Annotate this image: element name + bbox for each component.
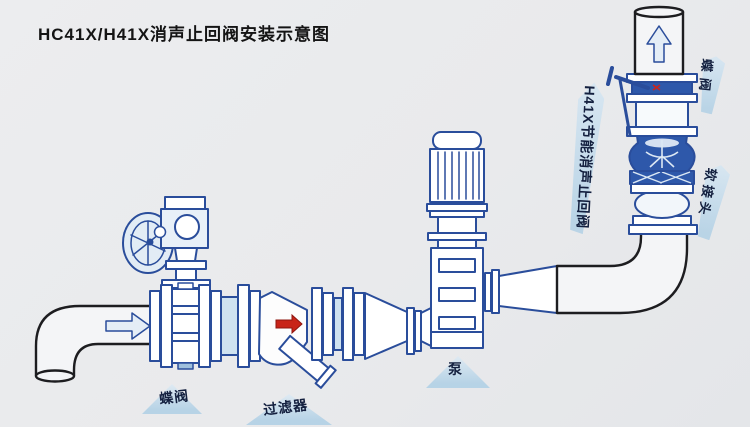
flange-pair	[311, 287, 334, 361]
flexible-joint	[628, 183, 698, 235]
pipe-spool	[333, 297, 343, 351]
pump	[426, 131, 558, 349]
motor	[429, 148, 485, 203]
pump-outlet	[484, 265, 558, 314]
flange-pair	[237, 284, 261, 368]
lever-handle-icon	[606, 66, 650, 137]
butterfly-valve-right	[606, 66, 698, 137]
flange-pair	[342, 287, 365, 361]
flow-arrow-icon	[105, 312, 151, 340]
up-arrow-icon	[646, 25, 672, 63]
riser-assembly	[606, 5, 698, 235]
butterfly-right-label: 蝶阀	[696, 58, 716, 98]
check-valve	[628, 135, 696, 185]
outlet-pipe	[633, 5, 685, 76]
y-strainer	[258, 291, 337, 389]
strainer-branch	[278, 334, 337, 389]
butterfly-left-label: 蝶阀	[158, 387, 190, 407]
pump-label: 泵	[448, 361, 463, 377]
pipe-spool	[220, 296, 239, 356]
butterfly-valve-left	[122, 196, 222, 370]
suction-reducer	[364, 292, 432, 360]
page-title: HC41X/H41X消声止回阀安装示意图	[38, 25, 331, 44]
red-flow-arrow-icon	[275, 313, 303, 335]
discharge-elbow-pipe	[555, 231, 689, 315]
red-mark	[652, 84, 661, 91]
